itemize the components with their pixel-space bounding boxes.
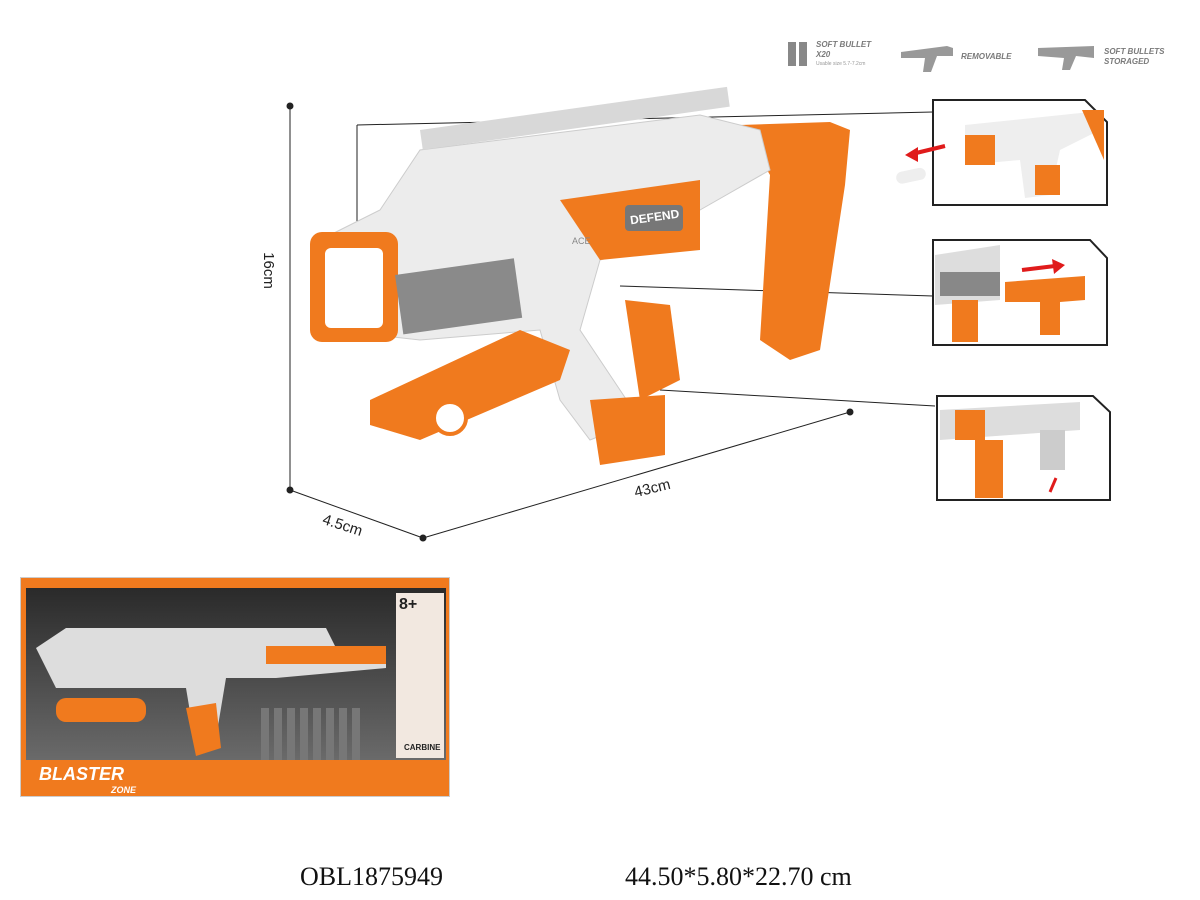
brand-sub: ZONE [111, 785, 137, 795]
package-label: CARBINE [404, 743, 441, 752]
feature-sub: X20 [816, 50, 831, 59]
brand-logo: BLASTER [39, 764, 124, 784]
feature-removable: REMOVABLE [897, 40, 1012, 74]
feature-sub: STORAGED [1104, 57, 1150, 66]
feature-title: SOFT BULLETS [1104, 47, 1165, 56]
product-diagram [286, 86, 1111, 542]
inset-storage [936, 395, 1111, 501]
feature-note: Usable size 5.7-7.2cm [816, 61, 866, 67]
product-side-text: ACE [572, 236, 591, 246]
age-badge: 8+ [399, 596, 418, 613]
inset-muzzle [896, 99, 1108, 206]
storage-gun-icon [1038, 46, 1094, 70]
height-label: 16cm [259, 252, 277, 289]
blaster-image [310, 86, 850, 465]
feature-title: REMOVABLE [961, 52, 1012, 61]
removable-gun-icon [901, 46, 953, 72]
item-code: OBL1875949 [300, 862, 443, 891]
package-image: 8+ CARBINE BLASTER ZONE [20, 577, 450, 797]
inset-removable [932, 239, 1108, 346]
package-size: 44.50*5.80*22.70 cm [625, 862, 852, 891]
bullets-icon [788, 42, 807, 66]
feature-title: SOFT BULLET [816, 40, 872, 49]
package-blaster [36, 593, 444, 760]
